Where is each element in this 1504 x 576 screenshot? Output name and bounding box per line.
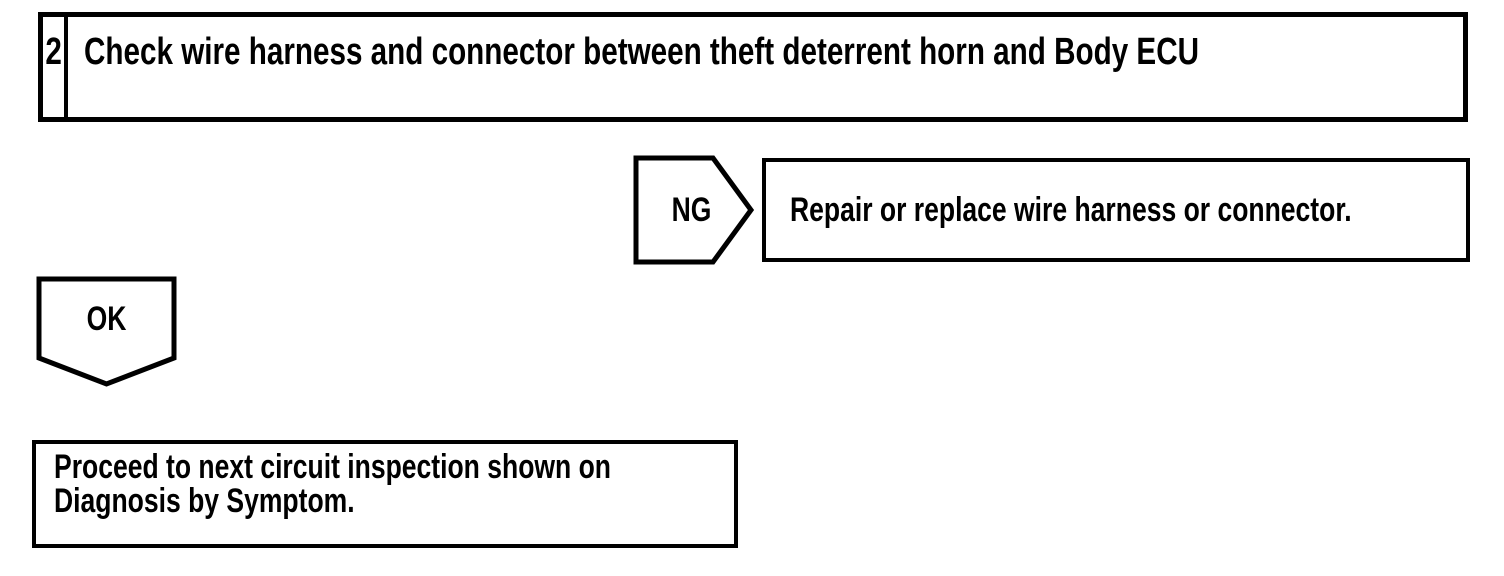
- ng-connector-shape: [633, 155, 755, 265]
- step-number-cell: 2: [43, 17, 69, 117]
- ok-action-line-1: Proceed to next circuit inspection shown…: [54, 448, 612, 486]
- step-number: 2: [45, 31, 62, 73]
- ok-pentagon: [36, 276, 177, 387]
- step-box: 2 Check wire harness and connector betwe…: [38, 12, 1468, 122]
- ok-connector-shape: [36, 276, 177, 387]
- step-title: Check wire harness and connector between…: [84, 31, 1200, 73]
- ng-pentagon: [633, 155, 755, 265]
- ok-action-line-2: Diagnosis by Symptom.: [54, 482, 355, 520]
- ng-action-text: Repair or replace wire harness or connec…: [790, 190, 1352, 229]
- ok-action-box: Proceed to next circuit inspection shown…: [32, 440, 738, 548]
- ng-connector-label-box: NG: [633, 155, 749, 265]
- ok-connector-label-box: OK: [36, 276, 177, 362]
- step-title-cell: Check wire harness and connector between…: [68, 17, 1504, 117]
- ok-connector-label: OK: [86, 300, 127, 338]
- ng-action-box: Repair or replace wire harness or connec…: [762, 158, 1470, 262]
- ng-connector-label: NG: [671, 191, 711, 229]
